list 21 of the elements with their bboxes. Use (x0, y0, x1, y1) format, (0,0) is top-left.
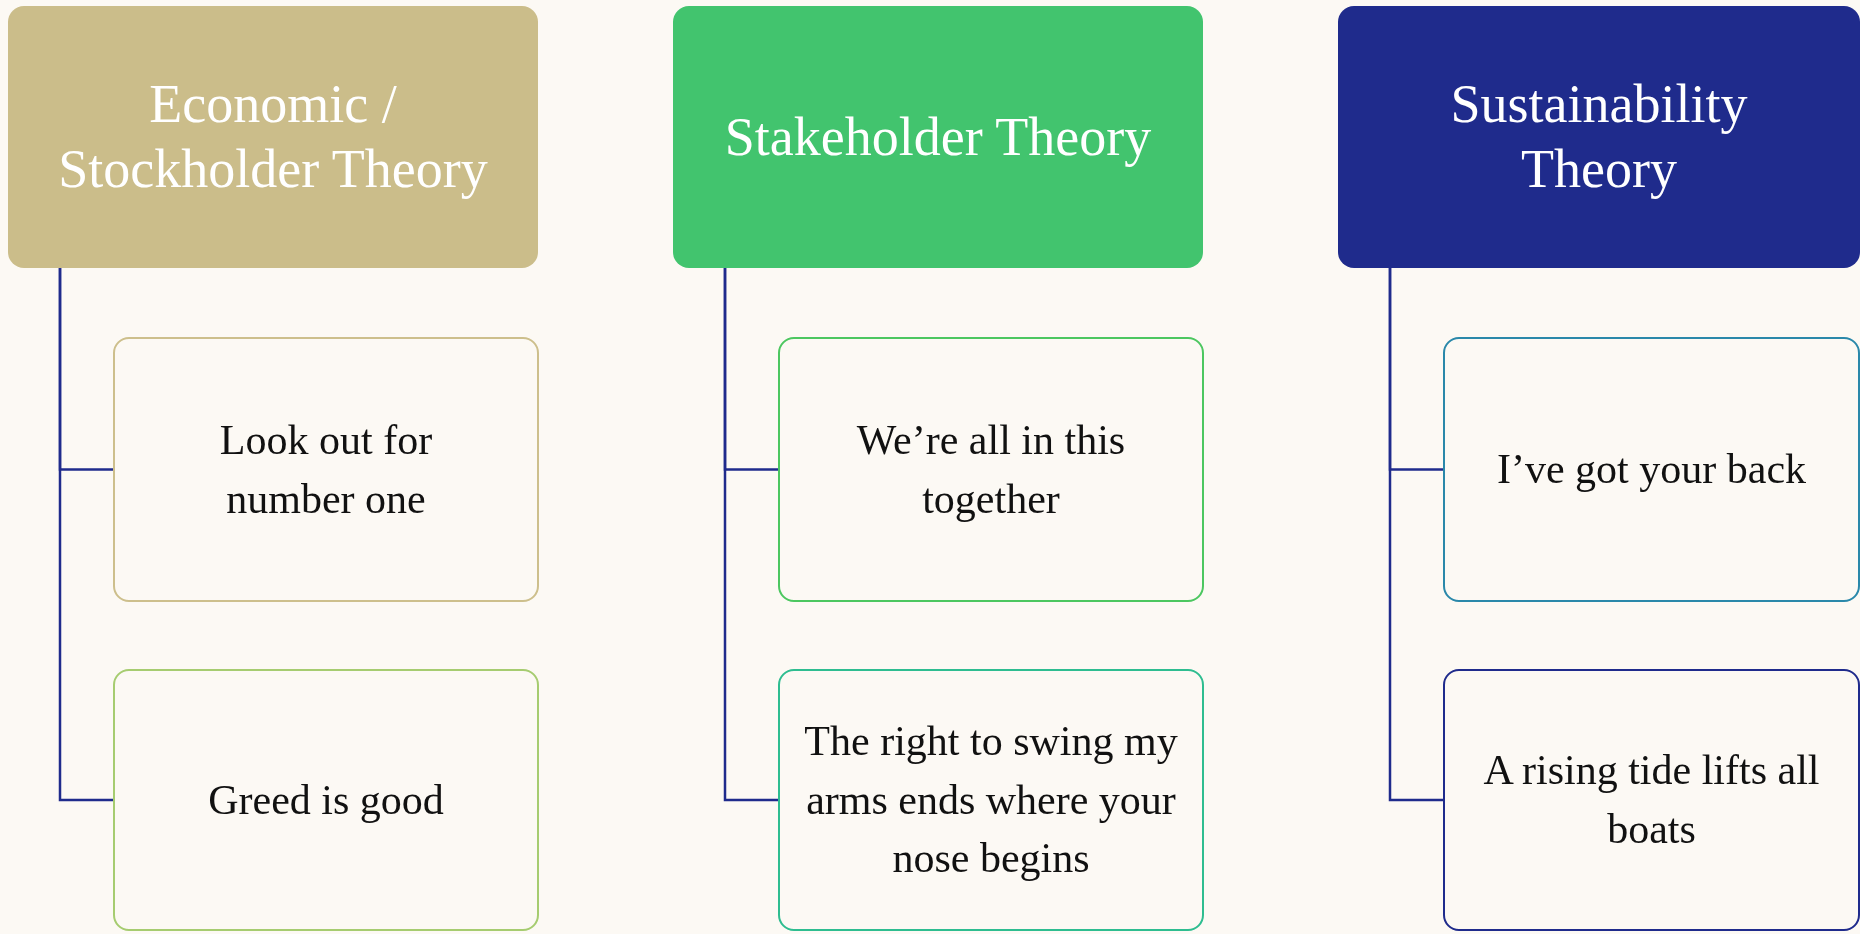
theory-title: Sustainability Theory (1449, 73, 1749, 201)
saying-text: Look out for number one (218, 415, 434, 524)
saying-box (778, 669, 1204, 931)
saying-box (113, 337, 539, 602)
saying-box (778, 337, 1204, 602)
saying-box (1443, 669, 1860, 931)
saying-box (113, 669, 539, 931)
theory-title: Stakeholder Theory (724, 105, 1152, 169)
saying-text: We’re all in this together (855, 415, 1127, 524)
connector-line (723, 268, 778, 802)
saying-box (1443, 337, 1860, 602)
connector-line (1388, 268, 1443, 802)
theory-box (673, 6, 1203, 268)
theory-box (8, 6, 538, 268)
saying-text: The right to swing my arms ends where your nose begins (804, 716, 1178, 884)
theory-box (1338, 6, 1860, 268)
saying-text: A rising tide lifts all boats (1482, 746, 1821, 854)
saying-text: I’ve got your back (1496, 445, 1807, 495)
theory-title: Economic / Stockholder Theory (57, 73, 489, 201)
connector-line (58, 268, 113, 802)
saying-text: Greed is good (208, 775, 444, 825)
